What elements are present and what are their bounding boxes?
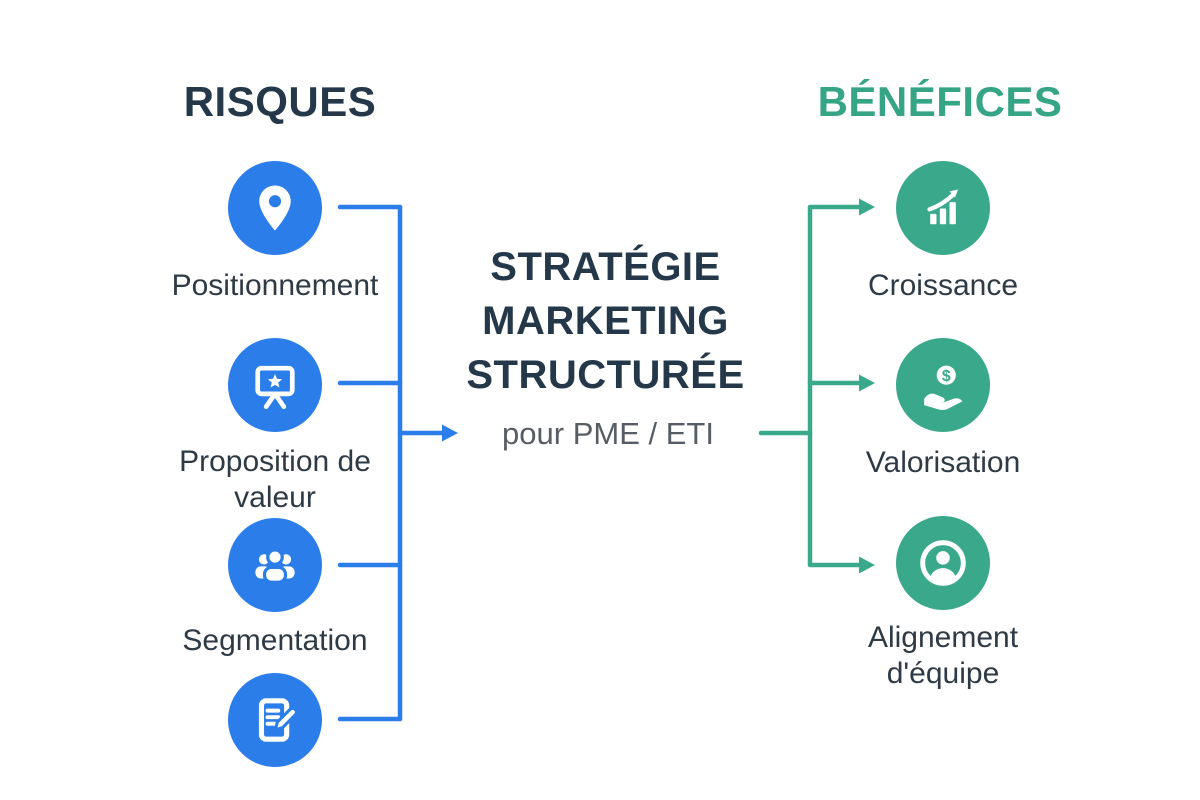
central-subtitle: pour PME / ETI (502, 416, 714, 451)
benefit-badge-valorisation: $ (896, 338, 990, 432)
risk-label-segmentation: Segmentation (182, 624, 368, 657)
blue-connectors (337, 204, 458, 722)
benefit-label-alignement: Alignement d'équipe (867, 621, 1019, 690)
green-arrowhead-middle (859, 374, 875, 392)
benefit-badge-alignement (896, 516, 990, 610)
svg-text:$: $ (942, 368, 951, 385)
central-title: STRATÉGIE MARKETING STRUCTURÉE (466, 245, 745, 397)
blue-arrowhead (442, 424, 458, 442)
risk-badge-segmentation (228, 518, 322, 612)
document-edit-icon (258, 698, 298, 742)
benefit-badge-croissance (896, 161, 990, 255)
hand-dollar-icon: $ (924, 365, 963, 411)
user-circle-icon (920, 540, 966, 586)
green-arrowhead-top (859, 198, 875, 216)
people-group-icon (255, 548, 295, 584)
presentation-board-icon (255, 365, 295, 410)
benefit-label-croissance: Croissance (867, 269, 1019, 302)
risk-badge-proposition (228, 338, 322, 432)
risk-badge-positionnement (228, 161, 322, 255)
benefit-label-valorisation: Valorisation (865, 446, 1021, 479)
risk-label-positionnement: Positionnement (171, 269, 379, 302)
green-connectors (758, 198, 875, 574)
benefits-header: BÉNÉFICES (817, 78, 1063, 125)
risks-header: RISQUES (183, 78, 377, 125)
growth-chart-icon (927, 189, 959, 225)
risk-label-proposition: Proposition de valeur (179, 445, 371, 514)
location-pin-icon (259, 185, 291, 231)
green-arrowhead-bottom (859, 556, 875, 574)
risk-badge-document (228, 673, 322, 767)
